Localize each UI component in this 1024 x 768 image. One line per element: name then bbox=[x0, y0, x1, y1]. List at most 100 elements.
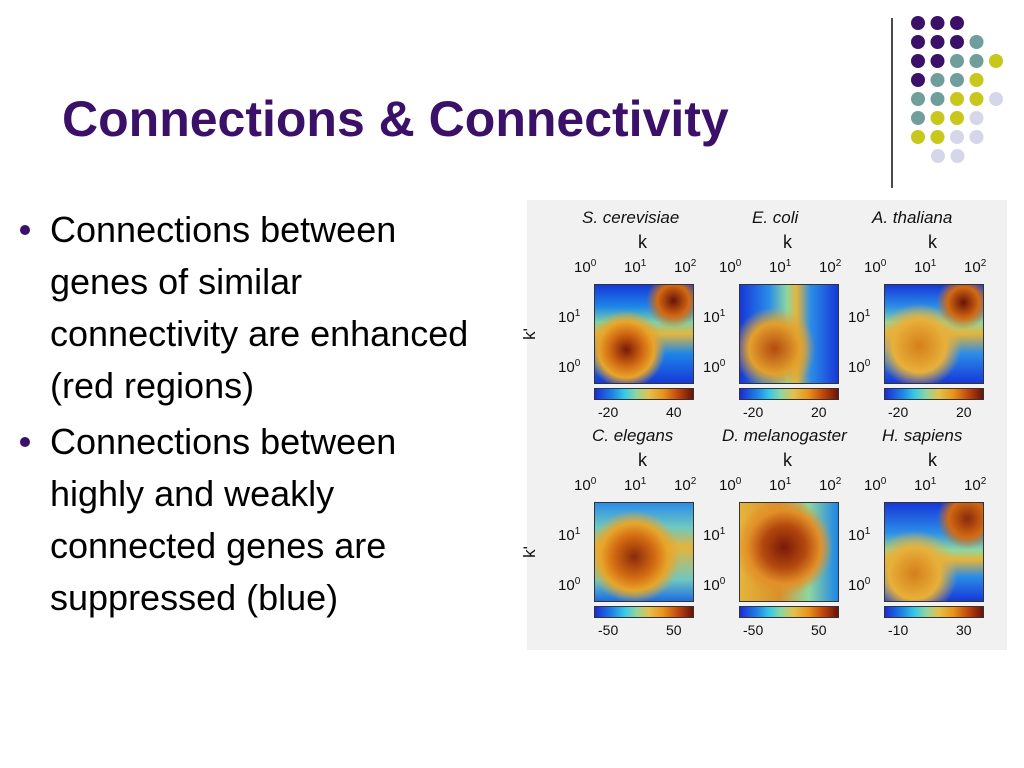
tick-label: 101 bbox=[914, 476, 937, 494]
decorative-dot bbox=[969, 111, 984, 125]
tick-label: 102 bbox=[964, 476, 987, 494]
decorative-dot bbox=[989, 92, 1003, 106]
decorative-dot bbox=[989, 54, 1003, 68]
tick-label: 100 bbox=[703, 576, 726, 594]
tick-label: 100 bbox=[848, 576, 871, 594]
tick-label: 101 bbox=[914, 258, 937, 276]
decorative-dot bbox=[930, 73, 945, 87]
tick-label: 100 bbox=[719, 258, 742, 276]
tick-label: 102 bbox=[674, 258, 697, 276]
decorative-dot bbox=[911, 73, 925, 87]
bullet-text: Connections between genes of similar con… bbox=[50, 209, 469, 406]
decorative-dot bbox=[930, 35, 945, 49]
tick-label: 102 bbox=[819, 476, 842, 494]
kprime-axis-label: k' bbox=[519, 328, 539, 340]
heatmap bbox=[884, 502, 984, 602]
kprime-axis-label: k' bbox=[519, 546, 539, 558]
decorative-dot bbox=[950, 111, 964, 125]
colorbar-max-label: 50 bbox=[666, 622, 682, 638]
tick-label: 101 bbox=[558, 308, 581, 326]
bullet-icon bbox=[20, 437, 30, 447]
species-label: A. thaliana bbox=[872, 208, 953, 227]
decorative-dot bbox=[969, 54, 984, 68]
decorative-dot bbox=[950, 73, 964, 87]
colorbar-min-label: -20 bbox=[743, 404, 764, 420]
decorative-dot bbox=[911, 35, 925, 49]
tick-label: 100 bbox=[558, 358, 581, 376]
decorative-dot bbox=[911, 111, 925, 125]
decorative-dot bbox=[950, 92, 964, 106]
tick-label: 100 bbox=[558, 576, 581, 594]
k-axis-label: k bbox=[783, 232, 792, 252]
bullet-icon bbox=[20, 225, 30, 235]
heatmap-panel: S. cerevisiae k 100 101 102 101 100 -20 40 k' bbox=[520, 208, 740, 420]
decorative-dot bbox=[930, 111, 945, 125]
tick-label: 101 bbox=[624, 476, 647, 494]
decorative-dot bbox=[950, 149, 965, 163]
colorbar bbox=[594, 606, 694, 618]
colorbar bbox=[884, 606, 984, 618]
colorbar-min-label: -20 bbox=[598, 404, 619, 420]
heatmap bbox=[739, 284, 839, 384]
tick-label: 102 bbox=[964, 258, 987, 276]
decorative-dot bbox=[969, 130, 984, 144]
tick-label: 101 bbox=[558, 526, 581, 544]
colorbar-max-label: 30 bbox=[956, 622, 972, 638]
tick-label: 101 bbox=[769, 476, 792, 494]
decorative-dot bbox=[950, 16, 964, 30]
decorative-dot-grid bbox=[911, 16, 1003, 163]
slide-title: Connections & Connectivity bbox=[62, 91, 729, 147]
heatmap bbox=[739, 502, 839, 602]
bullet-text: Connections between highly and weakly co… bbox=[50, 421, 397, 618]
colorbar-min-label: -20 bbox=[888, 404, 909, 420]
tick-label: 101 bbox=[624, 258, 647, 276]
k-axis-label: k bbox=[783, 450, 792, 470]
colorbar bbox=[739, 606, 839, 618]
bullet-item: Connections between genes of similar con… bbox=[20, 204, 500, 412]
decorative-dot bbox=[931, 149, 945, 163]
tick-label: 100 bbox=[848, 358, 871, 376]
decorative-dot bbox=[930, 92, 945, 106]
decorative-dot bbox=[950, 35, 964, 49]
species-label: E. coli bbox=[752, 208, 799, 227]
species-label: D. melanogaster bbox=[722, 426, 847, 445]
decorative-dot bbox=[911, 130, 925, 144]
tick-label: 100 bbox=[864, 476, 887, 494]
tick-label: 101 bbox=[703, 526, 726, 544]
tick-label: 102 bbox=[819, 258, 842, 276]
colorbar-max-label: 40 bbox=[666, 404, 682, 420]
k-axis-label: k bbox=[928, 232, 937, 252]
decorative-dot bbox=[911, 54, 925, 68]
heatmap bbox=[884, 284, 984, 384]
colorbar-max-label: 20 bbox=[956, 404, 972, 420]
decorative-dot bbox=[911, 92, 925, 106]
tick-label: 101 bbox=[848, 308, 871, 326]
species-label: S. cerevisiae bbox=[582, 208, 680, 227]
k-axis-label: k bbox=[638, 450, 647, 470]
decorative-vertical-line bbox=[891, 18, 893, 188]
heatmap bbox=[594, 284, 694, 384]
colorbar-min-label: -10 bbox=[888, 622, 909, 638]
colorbar bbox=[739, 388, 839, 400]
decorative-dot bbox=[930, 16, 945, 30]
connectivity-heatmap-figure: S. cerevisiae k 100 101 102 101 100 -20 40 k' E. c… bbox=[520, 200, 1007, 650]
tick-label: 101 bbox=[848, 526, 871, 544]
colorbar-max-label: 20 bbox=[811, 404, 827, 420]
decorative-dot bbox=[930, 130, 945, 144]
species-label: C. elegans bbox=[592, 426, 674, 445]
decorative-dot bbox=[950, 130, 964, 144]
colorbar-min-label: -50 bbox=[743, 622, 764, 638]
colorbar-min-label: -50 bbox=[598, 622, 619, 638]
bullet-list: Connections between genes of similar con… bbox=[20, 204, 500, 628]
decorative-dot bbox=[911, 16, 925, 30]
colorbar bbox=[594, 388, 694, 400]
tick-label: 100 bbox=[574, 476, 597, 494]
heatmap bbox=[594, 502, 694, 602]
k-axis-label: k bbox=[638, 232, 647, 252]
species-label: H. sapiens bbox=[882, 426, 963, 445]
tick-label: 100 bbox=[703, 358, 726, 376]
